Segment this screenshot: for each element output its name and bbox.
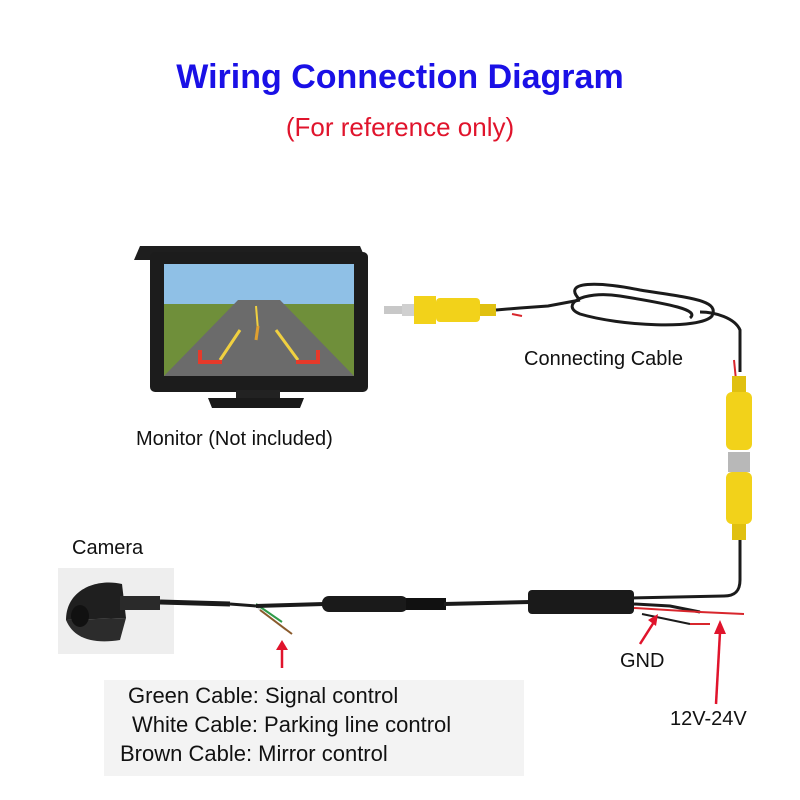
gnd-label: GND: [620, 650, 665, 672]
legend-brown-cable: Brown Cable: Mirror control: [120, 741, 388, 766]
legend-white-cable: White Cable: Parking line control: [132, 712, 452, 737]
camera-icon: [58, 568, 174, 654]
cable-legend: [104, 680, 524, 776]
arrow-power-icon: [714, 620, 726, 705]
arrow-signal-wires-icon: [276, 640, 288, 668]
camera-label: Camera: [72, 537, 144, 559]
page-title: Wiring Connection Diagram: [176, 58, 624, 96]
connecting-cable-label: Connecting Cable: [524, 348, 683, 370]
cable-junction-icon: [528, 590, 634, 614]
cable-connector-icon: [322, 596, 446, 612]
cable-coil-icon: [570, 282, 742, 372]
rca-connector-icon: [384, 296, 496, 324]
monitor-label: Monitor (Not included): [136, 428, 333, 450]
page-subtitle: (For reference only): [285, 112, 515, 142]
monitor-icon: [134, 246, 368, 408]
legend-green-cable: Green Cable: Signal control: [128, 683, 399, 708]
arrow-gnd-icon: [638, 614, 658, 645]
power-label: 12V-24V: [670, 708, 747, 730]
rca-coupler-icon: [726, 376, 752, 540]
